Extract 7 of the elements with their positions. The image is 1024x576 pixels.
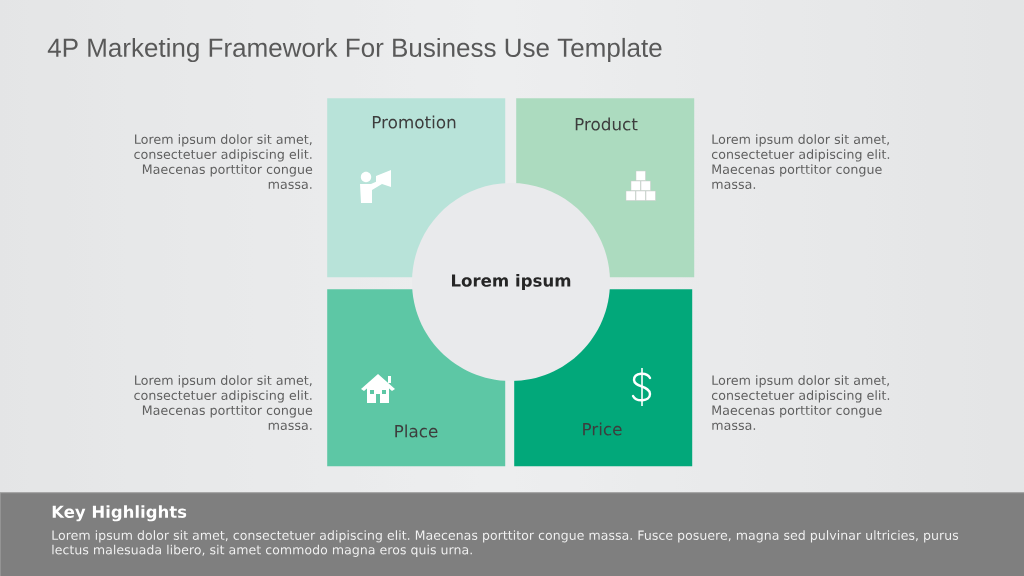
side-text: Lorem ipsum dolor sit amet, consectetuer adipiscing elit. Maecenas porttitor congue massa. [134,134,313,189]
side-text: Lorem ipsum dolor sit amet, consectetuer adipiscing elit. Maecenas porttitor congue massa. [134,375,313,431]
band-heading: Key Highlights [52,505,187,522]
title: 4P Marketing Framework For Business Use Template [47,37,662,63]
side-text: Lorem ipsum dolor sit amet, consectetuer adipiscing elit. Maecenas porttitor congue massa. [711,134,890,189]
band-text: Lorem ipsum dolor sit amet, consectetuer adipiscing elit. Maecenas porttitor congue massa. Fusce posuere, magna sed pulvinar ultricies, purus lectus malesuada libero, sit amet commodo magna eros quis urna. [52,530,959,557]
side-text: Lorem ipsum dolor sit amet, consectetuer adipiscing elit. Maecenas porttitor congue massa. [711,375,890,431]
